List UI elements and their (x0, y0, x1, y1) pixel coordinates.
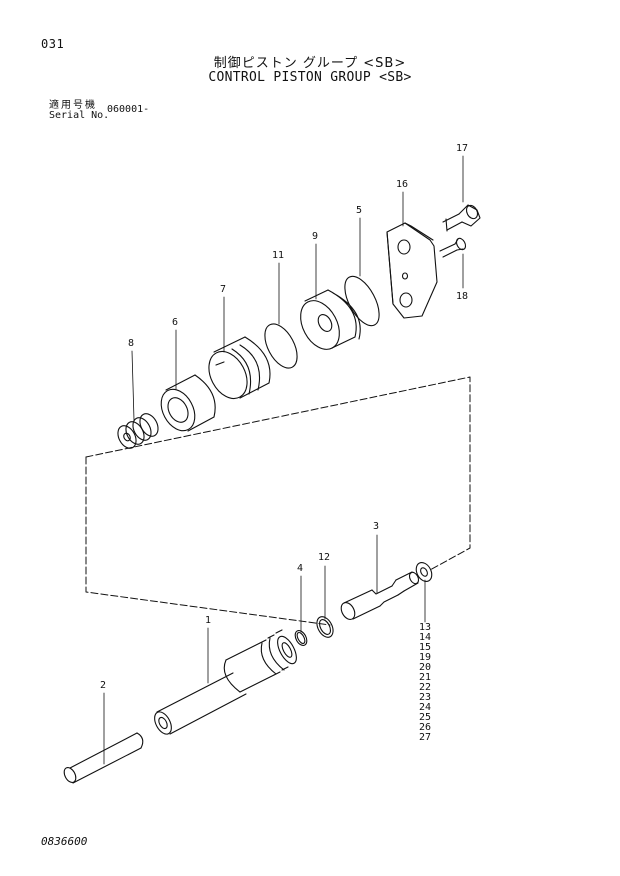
serial-label-japanese: 適用号機 (49, 100, 97, 111)
callout-1: 1 (205, 615, 211, 626)
callout-group-27: 27 (419, 732, 431, 743)
part-8-spring (117, 413, 159, 449)
part-2-pin (63, 732, 144, 784)
callout-11: 11 (272, 250, 284, 261)
callout-8: 8 (128, 338, 134, 349)
callout-16: 16 (396, 179, 408, 190)
part-1-housing (154, 629, 297, 735)
callout-group-21: 21 (419, 672, 431, 683)
serial-number-value: 060001- (107, 104, 150, 115)
assembly-boundary (85, 376, 471, 626)
part-13-shim (415, 562, 433, 582)
page-number: 031 (41, 37, 65, 51)
part-16-plate (386, 222, 438, 319)
serial-label-english: Serial No. (49, 110, 110, 121)
part-4-oring (294, 630, 308, 646)
part-12-backup-ring (316, 616, 334, 638)
part-5-oring (344, 275, 380, 327)
callout-group-24: 24 (419, 702, 431, 713)
part-18-bolt (439, 237, 467, 258)
part-11-oring (264, 323, 298, 369)
callout-group-26: 26 (419, 722, 431, 733)
part-7-piston (208, 336, 271, 400)
callout-group-22: 22 (419, 682, 431, 693)
part-3-spool (340, 571, 420, 620)
callout-18: 18 (456, 291, 468, 302)
title-english: CONTROL PISTON GROUP <SB> (208, 70, 412, 85)
callout-6: 6 (172, 317, 178, 328)
callout-9: 9 (312, 231, 318, 242)
callout-group-20: 20 (419, 662, 431, 673)
callout-17: 17 (456, 143, 468, 154)
callout-group-25: 25 (419, 712, 431, 723)
part-9-piston-head (300, 289, 361, 350)
callout-7: 7 (220, 284, 226, 295)
part-6-sleeve (160, 374, 216, 432)
callout-group-13: 13 (419, 622, 431, 633)
part-17-bolt (442, 204, 481, 232)
callout-leader-lines (103, 155, 464, 765)
title-japanese: 制御ピストン グループ <SB> (213, 56, 407, 71)
callout-group-14: 14 (419, 632, 431, 643)
callout-numbers: 1 2 3 4 12 8 6 7 11 9 5 16 17 18 13 14 1… (100, 143, 468, 743)
callout-group-19: 19 (419, 652, 431, 663)
callout-4: 4 (297, 563, 303, 574)
callout-3: 3 (373, 521, 379, 532)
document-number: 0836600 (41, 835, 88, 848)
callout-group-15: 15 (419, 642, 431, 653)
callout-5: 5 (356, 205, 362, 216)
callout-2: 2 (100, 680, 106, 691)
callout-group-23: 23 (419, 692, 431, 703)
callout-12: 12 (318, 552, 330, 563)
